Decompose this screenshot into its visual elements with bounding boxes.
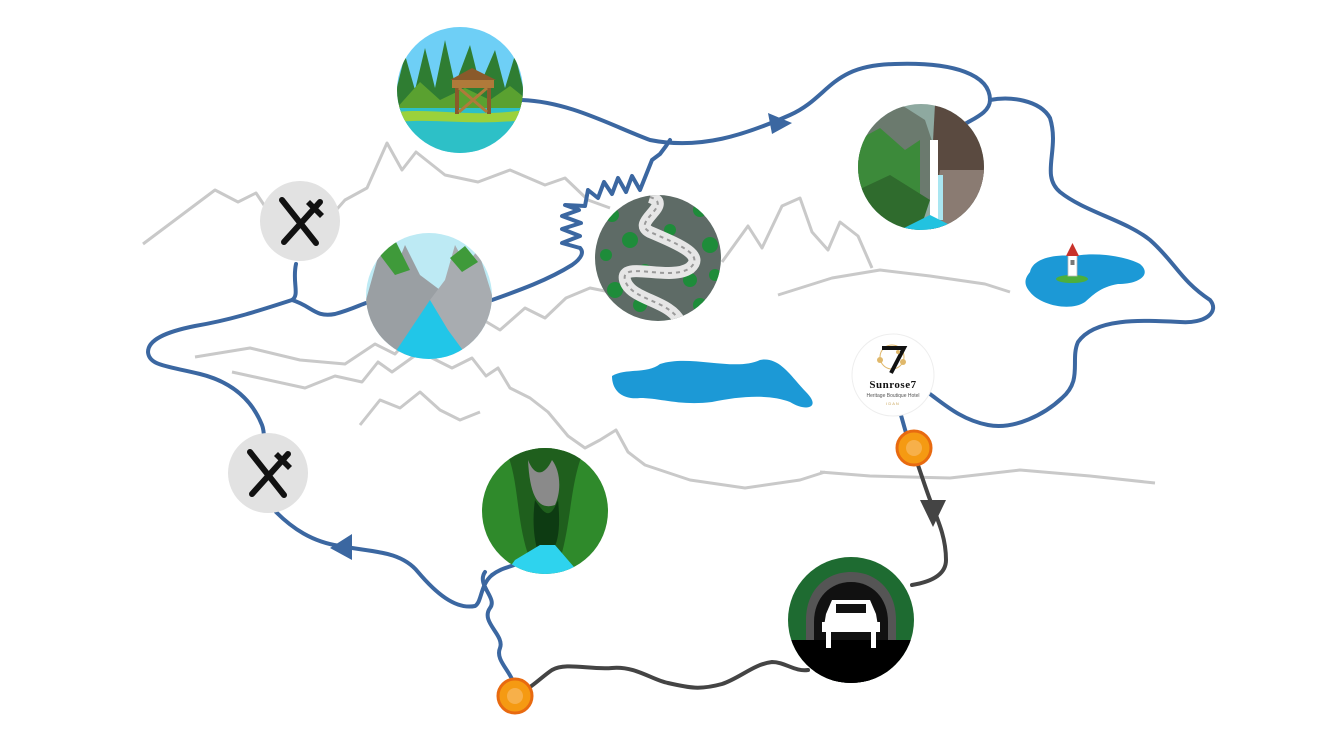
watchtower-lake-icon [397,27,523,153]
tunnel-car-icon [788,557,914,683]
route-arrow-west [330,534,352,560]
transfer-arrow-south [920,500,946,527]
waterfall-icon [858,104,984,230]
big-lake [612,359,813,408]
hotel-tagline: IDAN [886,401,900,406]
transfer-route [514,446,948,696]
main-route [146,61,1216,688]
hotel-name: Sunrose7 [869,379,916,391]
route-arrow-east [768,113,792,134]
canyon-icon [366,233,492,359]
hotel-subtitle: Heritage Boutique Hotel [866,393,919,399]
hotel-logo: Sunrose7 Heritage Boutique Hotel IDAN [851,333,935,417]
serpentine-road-icon [595,195,721,321]
restaurant-icon [228,433,308,513]
church-island-icon [1025,243,1145,307]
hotel-marker [895,429,933,467]
start-marker [496,677,534,715]
restaurant-icon [260,181,340,261]
mountain-range [142,141,1156,490]
cave-icon [482,448,608,574]
